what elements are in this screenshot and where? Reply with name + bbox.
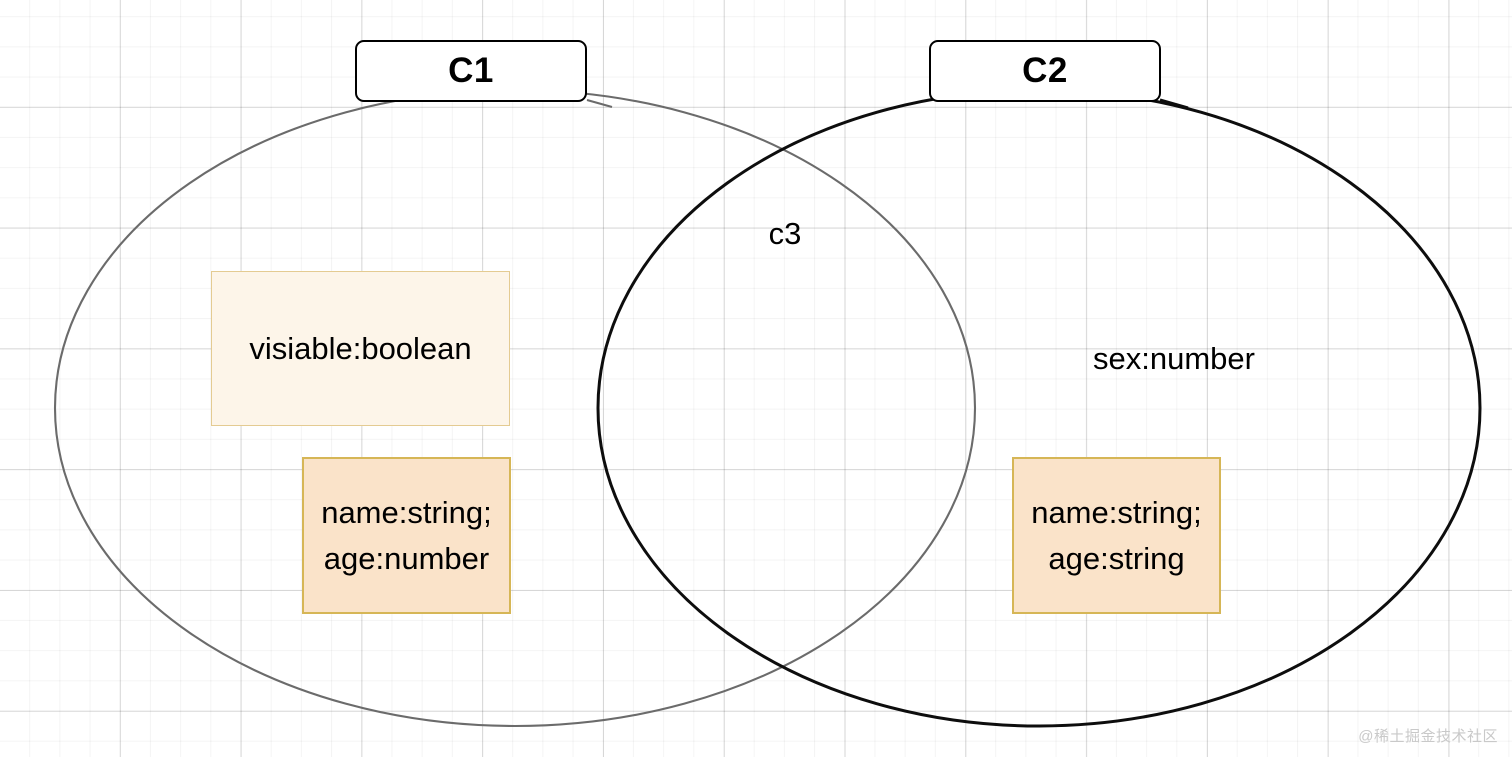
attribute-box-c1-members[interactable]: name:string; age:number [302,457,511,614]
attribute-box-visiable[interactable]: visiable:boolean [211,271,510,426]
intersection-label-c3: c3 [768,216,802,251]
connector-c1 [586,98,613,109]
connector-c2 [1159,98,1189,110]
set-label-c1[interactable]: C1 [355,40,587,102]
attribute-box-c2-members[interactable]: name:string; age:string [1012,457,1221,614]
set-label-c2[interactable]: C2 [929,40,1161,102]
set-ellipse-c2[interactable] [596,88,1482,728]
watermark: @稀土掘金技术社区 [1358,728,1498,745]
attribute-text-sex: sex:number [1093,341,1255,376]
set-ellipse-c1[interactable] [53,88,977,728]
